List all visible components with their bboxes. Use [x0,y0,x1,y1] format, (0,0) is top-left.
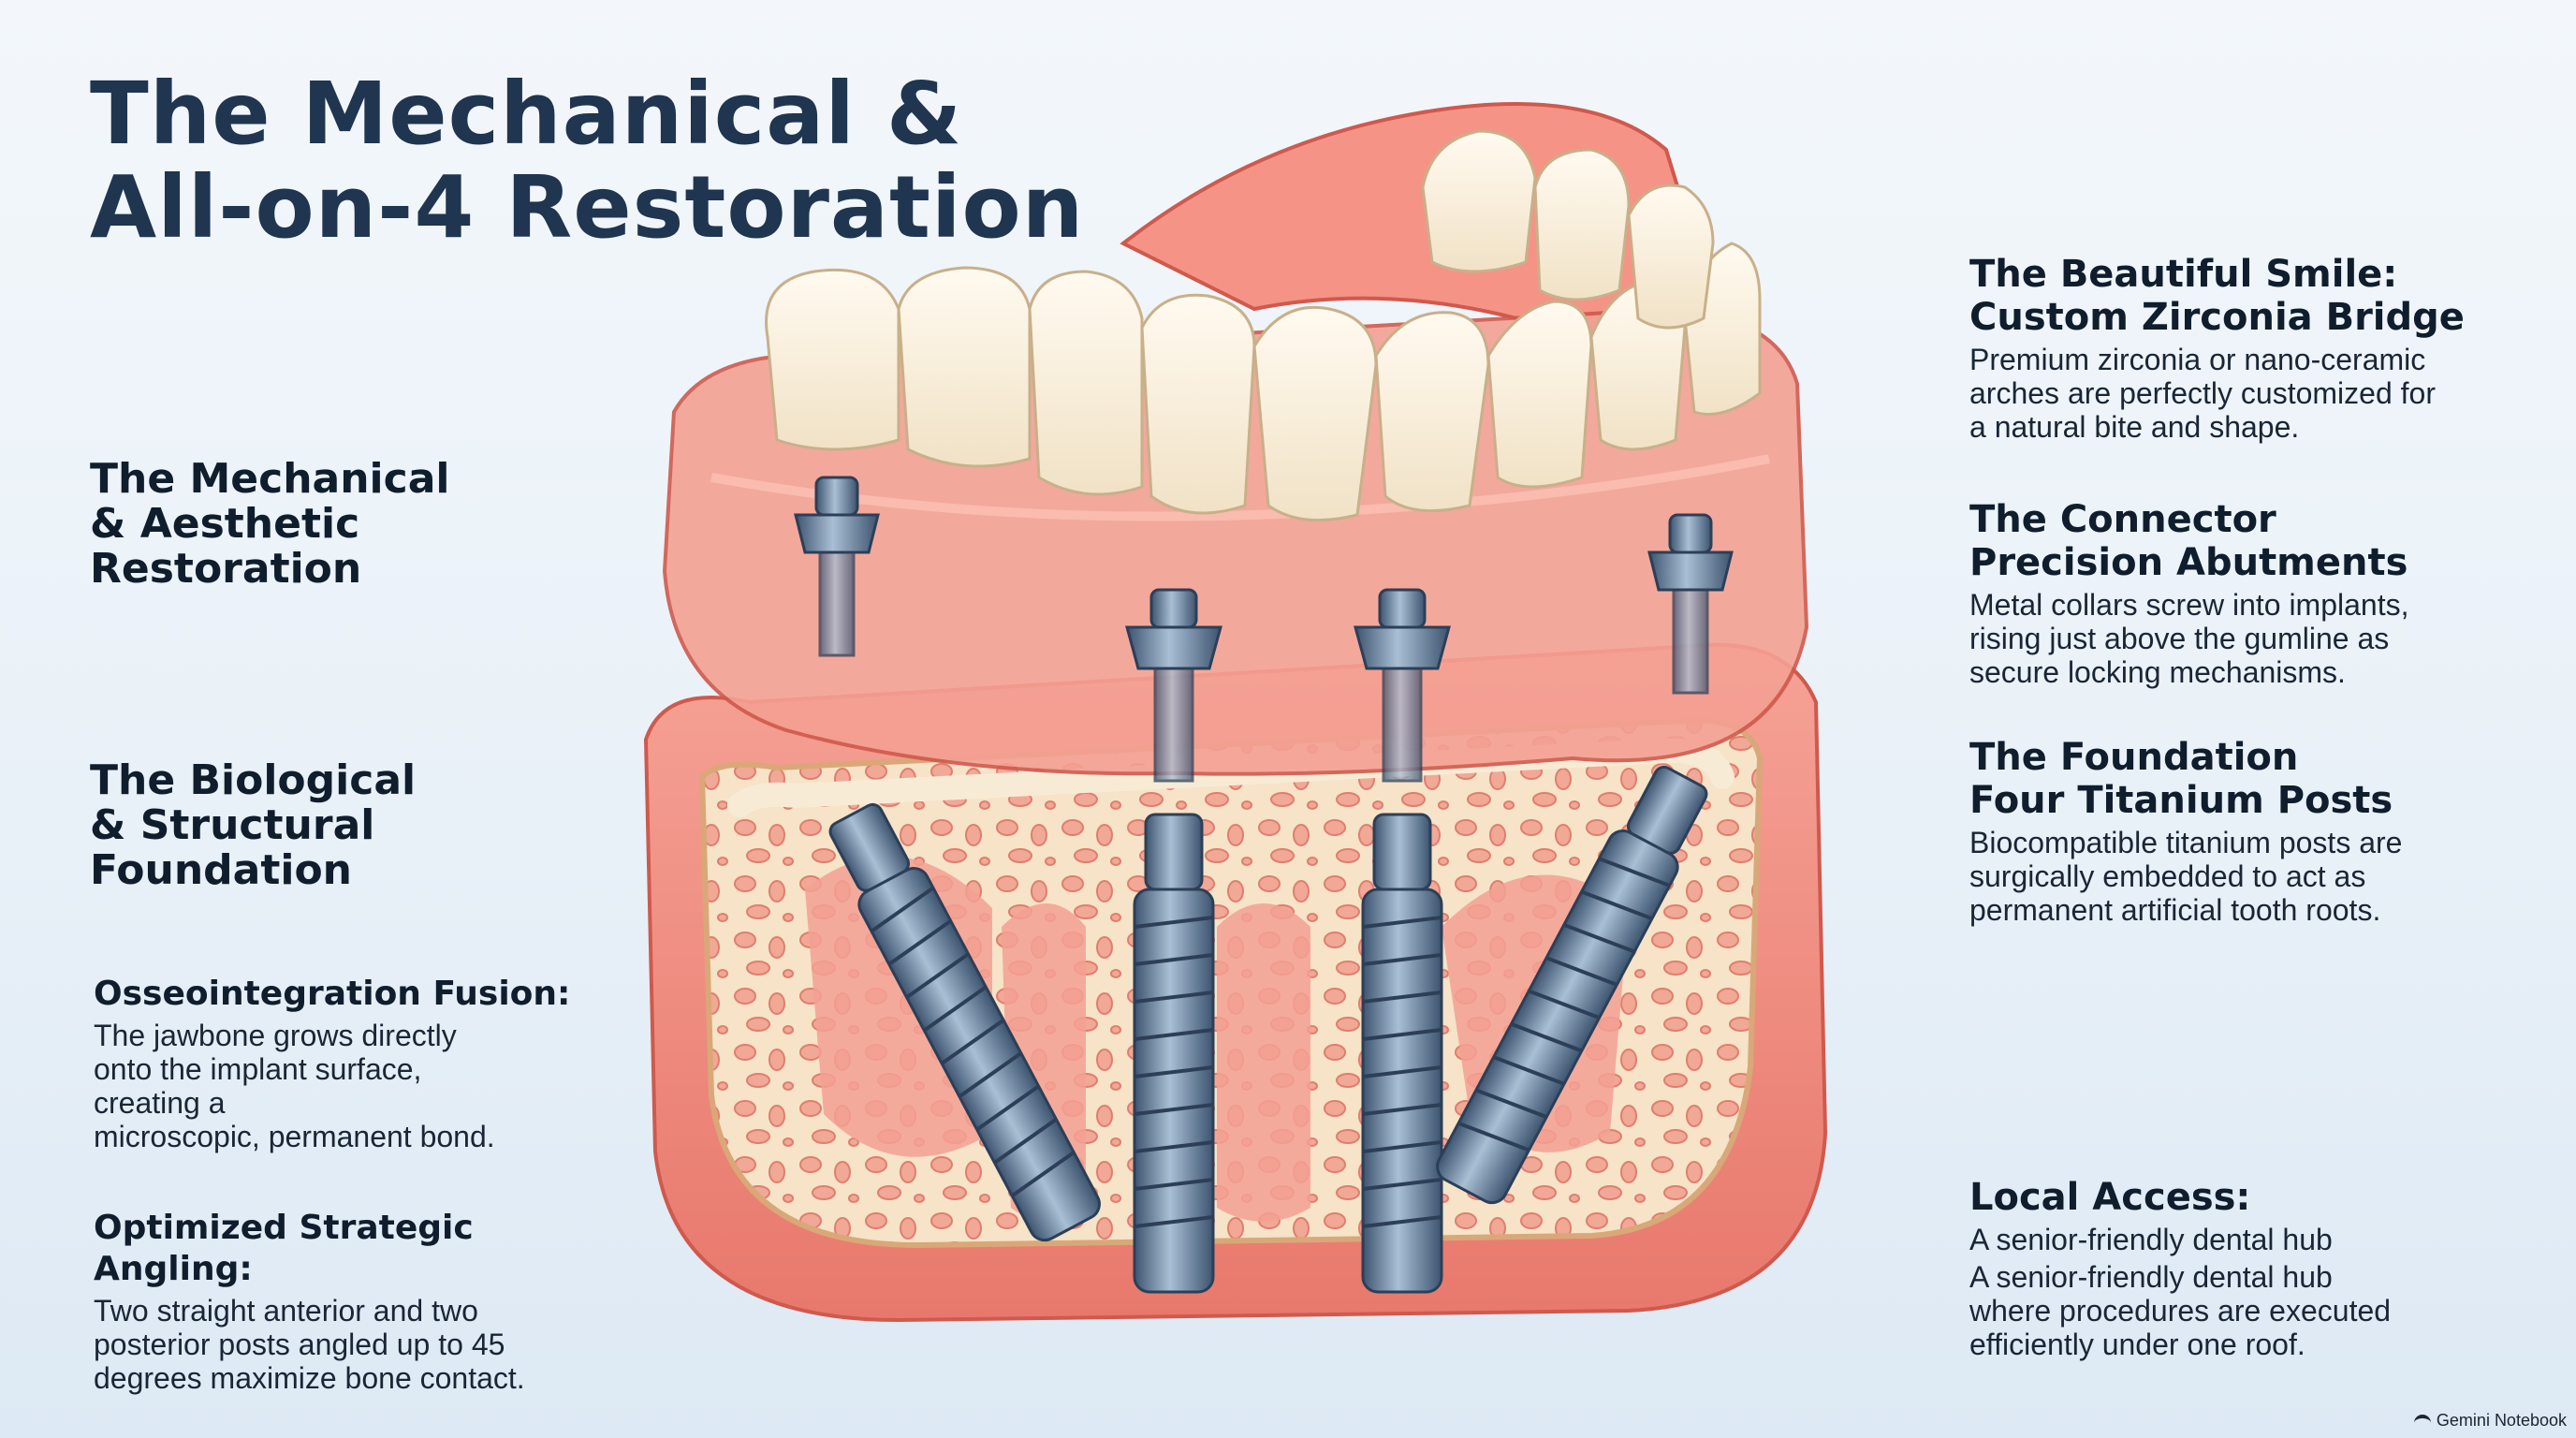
tooth [1533,148,1631,301]
body-line: A senior-friendly dental hub [1969,1260,2333,1294]
zirconia-bridge [662,102,1809,783]
body-line: Metal collars screw into implants, [1969,588,2409,622]
teeth-row [765,129,1762,522]
angling-title: Optimized Strategic Angling: [94,1209,474,1288]
heading-line: & Structural [90,801,375,849]
connector-block: The Connector Precision Abutments Metal … [1969,498,2550,689]
page-title: The Mechanical & All-on-4 Restoration [90,67,1120,255]
body-line: a natural bite and shape. [1969,410,2300,444]
body-line: Two straight anterior and two [94,1294,478,1328]
titanium-post-anterior-right [1361,813,1443,1294]
foundation-title: The Foundation [1969,736,2299,779]
titanium-post-posterior-right [1436,765,1708,1205]
abutment [794,476,880,657]
local-access-block: Local Access: A senior-friendly dental h… [1969,1176,2550,1361]
connector-subtitle: Precision Abutments [1969,541,2408,584]
tooth [765,268,900,451]
body-line: rising just above the gumline as [1969,622,2390,655]
body-line: permanent artificial tooth roots. [1969,893,2381,927]
body-line: The jawbone grows directly [94,1019,457,1052]
body-line: Premium zirconia or nano-ceramic [1969,343,2426,376]
body-line: secure locking mechanisms. [1969,655,2346,689]
osseointegration-title: Osseointegration Fusion: [94,975,571,1013]
body-line: creating a [94,1086,226,1120]
body-line: A senior-friendly dental hub [1969,1223,2333,1256]
titanium-post-anterior-left [1133,813,1215,1294]
heading-line: & Aesthetic [90,500,360,548]
title-line-2: All-on-4 Restoration [90,157,1085,257]
local-title: Local Access: [1969,1176,2251,1219]
heading-line: The Mechanical [90,455,450,503]
abutment [1354,588,1451,783]
abutment [1125,588,1222,783]
bridge-gum-highlight [710,454,1770,521]
tooth [1140,293,1256,515]
foundation-body: Biocompatible titanium posts are surgica… [1969,826,2550,927]
watermark-text: Gemini Notebook [2436,1411,2567,1430]
body-line: surgically embedded to act as [1969,859,2366,893]
angling-block: Optimized Strategic Angling: Two straigh… [94,1208,618,1395]
tooth [1028,270,1144,496]
titanium-post-posterior-left [828,802,1101,1242]
tooth [1252,305,1378,522]
all-on-4-illustration [643,102,1828,1323]
smile-title: The Beautiful Smile: [1969,253,2398,296]
abutment [1647,513,1734,695]
tooth [897,266,1032,468]
watermark: Gemini Notebook [2413,1411,2567,1431]
foundation-block: The Foundation Four Titanium Posts Bioco… [1969,736,2550,927]
foundation-subtitle: Four Titanium Posts [1969,779,2393,822]
smile-block: The Beautiful Smile: Custom Zirconia Bri… [1969,253,2550,444]
gemini-logo-icon [2413,1414,2431,1428]
heading-line: Restoration [90,545,362,593]
body-line: onto the implant surface, [94,1052,422,1086]
body-line: posterior posts angled up to 45 [94,1328,505,1361]
gum-cuff [1217,903,1310,1222]
local-subtitle: A senior-friendly dental hub [1969,1223,2550,1256]
body-line: degrees maximize bone contact. [94,1361,525,1395]
smile-subtitle: Custom Zirconia Bridge [1969,296,2465,339]
biological-structural-heading: The Biological & Structural Foundation [90,758,614,893]
body-line: where procedures are executed [1969,1294,2392,1328]
body-line: efficiently under one roof. [1969,1328,2305,1361]
body-line: microscopic, permanent bond. [94,1120,495,1153]
osseointegration-block: Osseointegration Fusion: The jawbone gro… [94,974,618,1153]
smile-body: Premium zirconia or nano-ceramic arches … [1969,343,2550,444]
body-line: Biocompatible titanium posts are [1969,826,2403,859]
tooth [1374,311,1490,513]
connector-body: Metal collars screw into implants, risin… [1969,588,2550,689]
tooth [1486,300,1593,489]
heading-line: The Biological [90,756,417,804]
connector-title: The Connector [1969,498,2276,541]
body-line: arches are perfectly customized for [1969,376,2436,410]
mechanical-aesthetic-heading: The Mechanical & Aesthetic Restoration [90,457,614,592]
tooth [1421,129,1537,273]
title-line-1: The Mechanical & [90,64,963,164]
tooth [1627,183,1715,330]
heading-line: Foundation [90,846,353,894]
angling-body: Two straight anterior and two posterior … [94,1294,618,1395]
osseointegration-body: The jawbone grows directly onto the impl… [94,1019,618,1153]
local-body: A senior-friendly dental hub where proce… [1969,1260,2550,1361]
